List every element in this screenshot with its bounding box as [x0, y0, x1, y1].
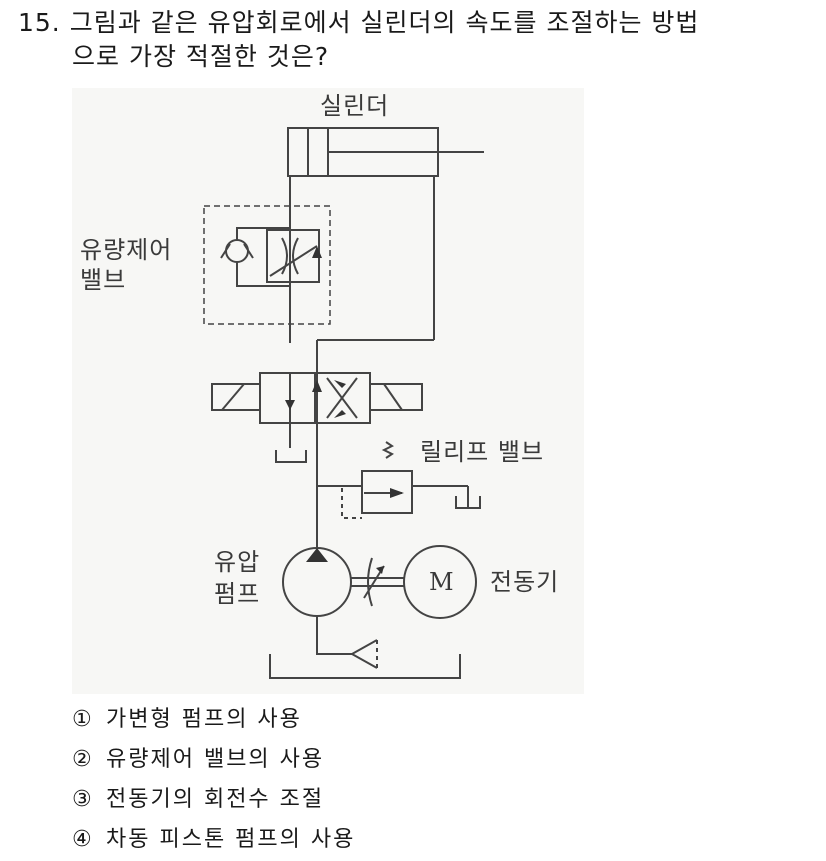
cylinder-label: 실린더 [320, 92, 390, 120]
circuit-svg [203, 127, 484, 679]
hydraulic-circuit-diagram: 실린더 유량제어 밸브 릴리프 밸브 유압 펌프 M 전동기 [72, 88, 584, 694]
choice-text: 유량제어 밸브의 사용 [106, 747, 325, 772]
choice-number: ② [72, 747, 94, 772]
pump-label-2: 펌프 [214, 580, 261, 608]
question-text-line2: 으로 가장 적절한 것은? [72, 42, 330, 71]
choice-3[interactable]: ③ 전동기의 회전수 조절 [72, 780, 355, 820]
choice-text: 전동기의 회전수 조절 [106, 787, 325, 812]
pump-label-1: 유압 [214, 548, 261, 576]
choice-number: ① [72, 707, 94, 732]
choice-2[interactable]: ② 유량제어 밸브의 사용 [72, 740, 355, 780]
flow-control-valve-label-1: 유량제어 [80, 236, 173, 264]
question-number: 15. [18, 8, 61, 37]
motor-label: 전동기 [490, 568, 560, 596]
flow-control-valve-label-2: 밸브 [80, 266, 127, 294]
choice-4[interactable]: ④ 차동 피스톤 펌프의 사용 [72, 820, 355, 860]
question-text-line1: 그림과 같은 유압회로에서 실린더의 속도를 조절하는 방법 [69, 8, 700, 37]
choice-number: ③ [72, 787, 94, 812]
relief-valve-label: 릴리프 밸브 [420, 438, 545, 466]
choice-text: 가변형 펌프의 사용 [106, 707, 302, 732]
choice-1[interactable]: ① 가변형 펌프의 사용 [72, 700, 355, 740]
motor-symbol: M [429, 568, 455, 596]
question: 15. 그림과 같은 유압회로에서 실린더의 속도를 조절하는 방법 으로 가장… [18, 6, 699, 74]
choice-number: ④ [72, 827, 94, 852]
choice-text: 차동 피스톤 펌프의 사용 [106, 827, 356, 852]
